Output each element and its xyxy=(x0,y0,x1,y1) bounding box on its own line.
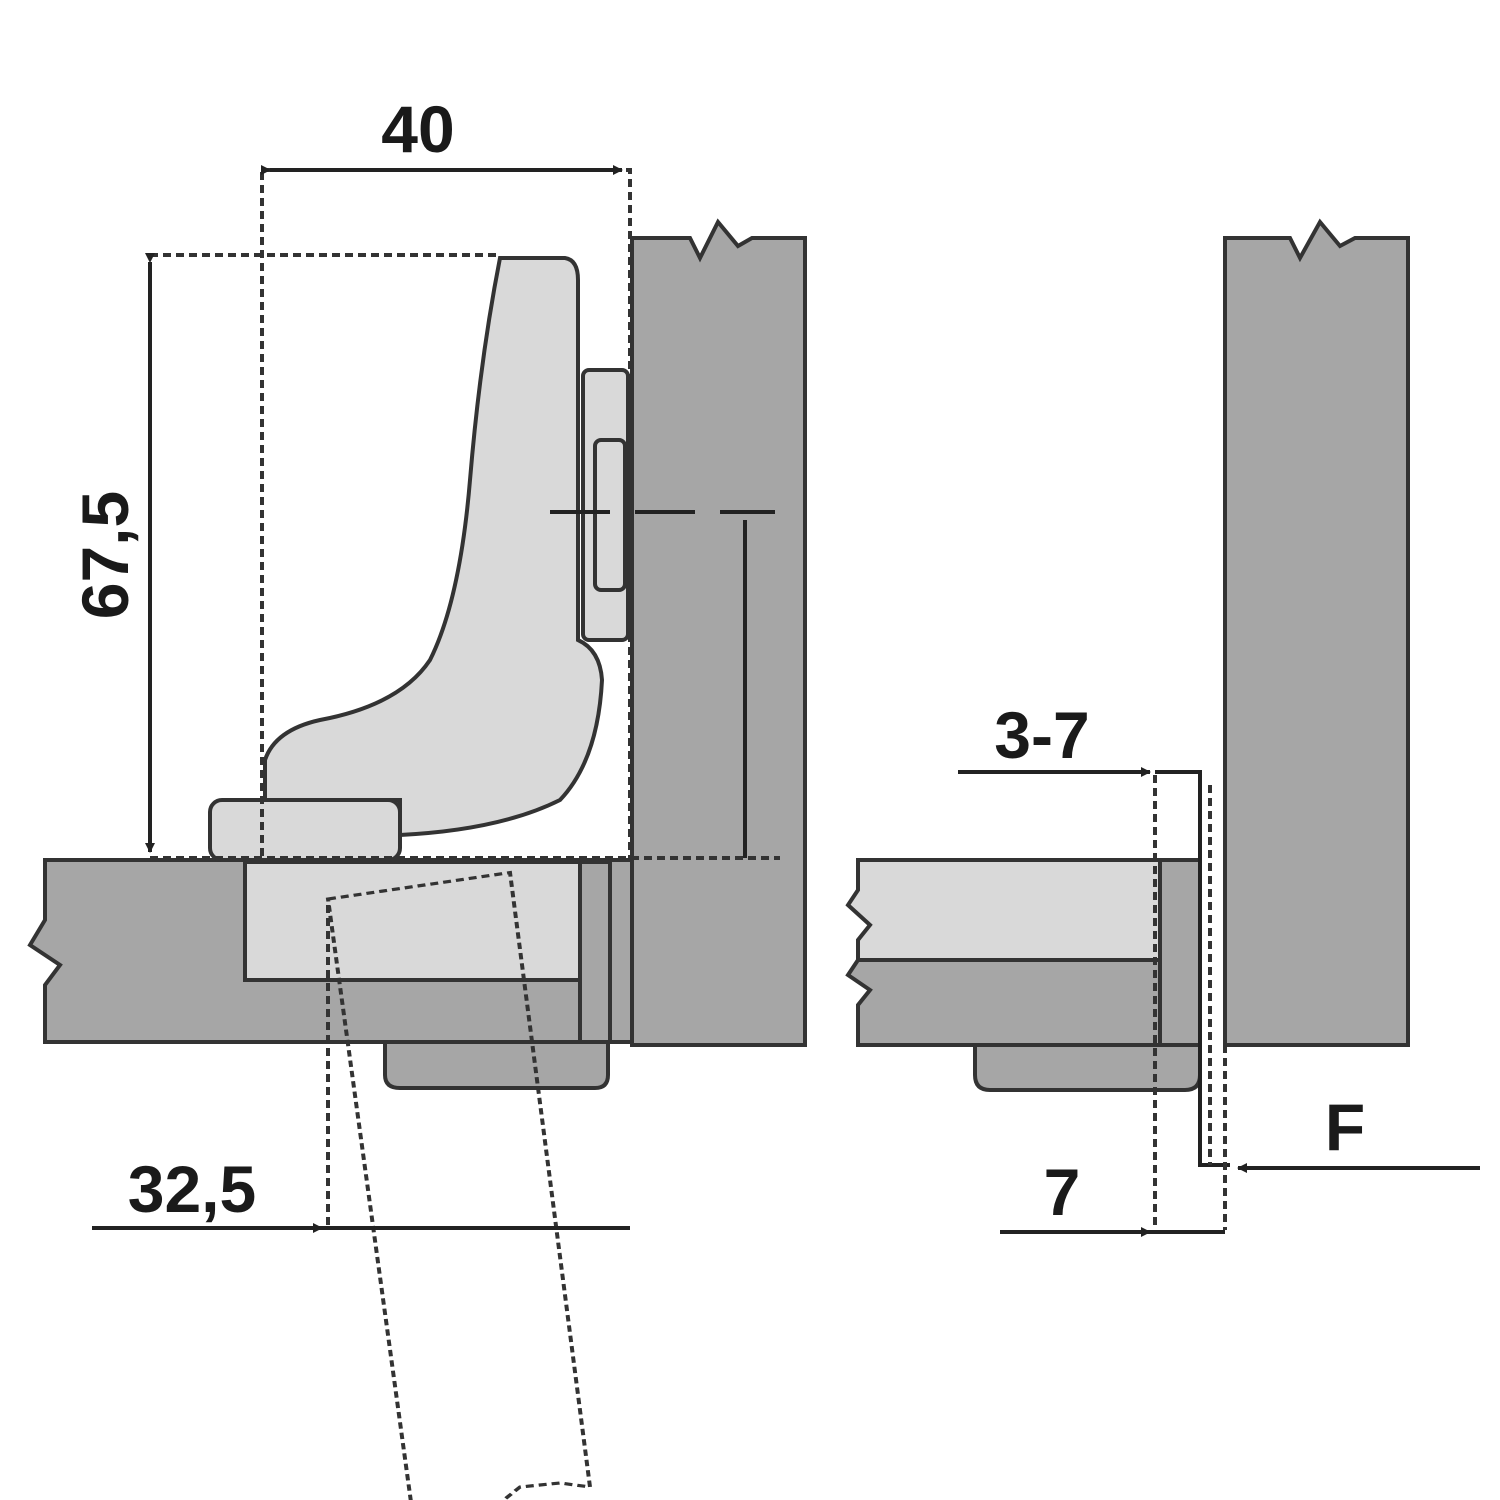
hinge-arm xyxy=(263,256,605,838)
door-cup-side xyxy=(578,860,612,1044)
overlay-guide xyxy=(1155,770,1230,1167)
height-label: 67,5 xyxy=(68,491,142,619)
mounting-plate-bottom-right xyxy=(973,1043,1202,1092)
door-panel-right-upper xyxy=(845,858,1202,962)
open-door-outline xyxy=(325,870,593,1500)
base-plate xyxy=(208,798,402,862)
hinge-cup xyxy=(243,860,582,982)
reveal-label: F xyxy=(1325,1090,1365,1164)
gap-label: 7 xyxy=(1044,1155,1081,1229)
cup-width-label: 40 xyxy=(381,92,454,166)
mounting-plate-bottom xyxy=(383,1040,610,1090)
left-view: 40 67,5 32,5 xyxy=(27,92,807,1500)
door-edge-right xyxy=(1158,858,1202,1047)
cabinet-side-panel-right xyxy=(1223,218,1410,1047)
overlay-label: 3-7 xyxy=(994,698,1089,772)
right-view: 3-7 7 F xyxy=(845,218,1480,1237)
door-offset-label: 32,5 xyxy=(128,1152,256,1226)
mounting-plate-slot xyxy=(593,438,627,592)
cabinet-side-panel xyxy=(630,218,807,1047)
door-panel-right-lower xyxy=(845,958,1202,1047)
